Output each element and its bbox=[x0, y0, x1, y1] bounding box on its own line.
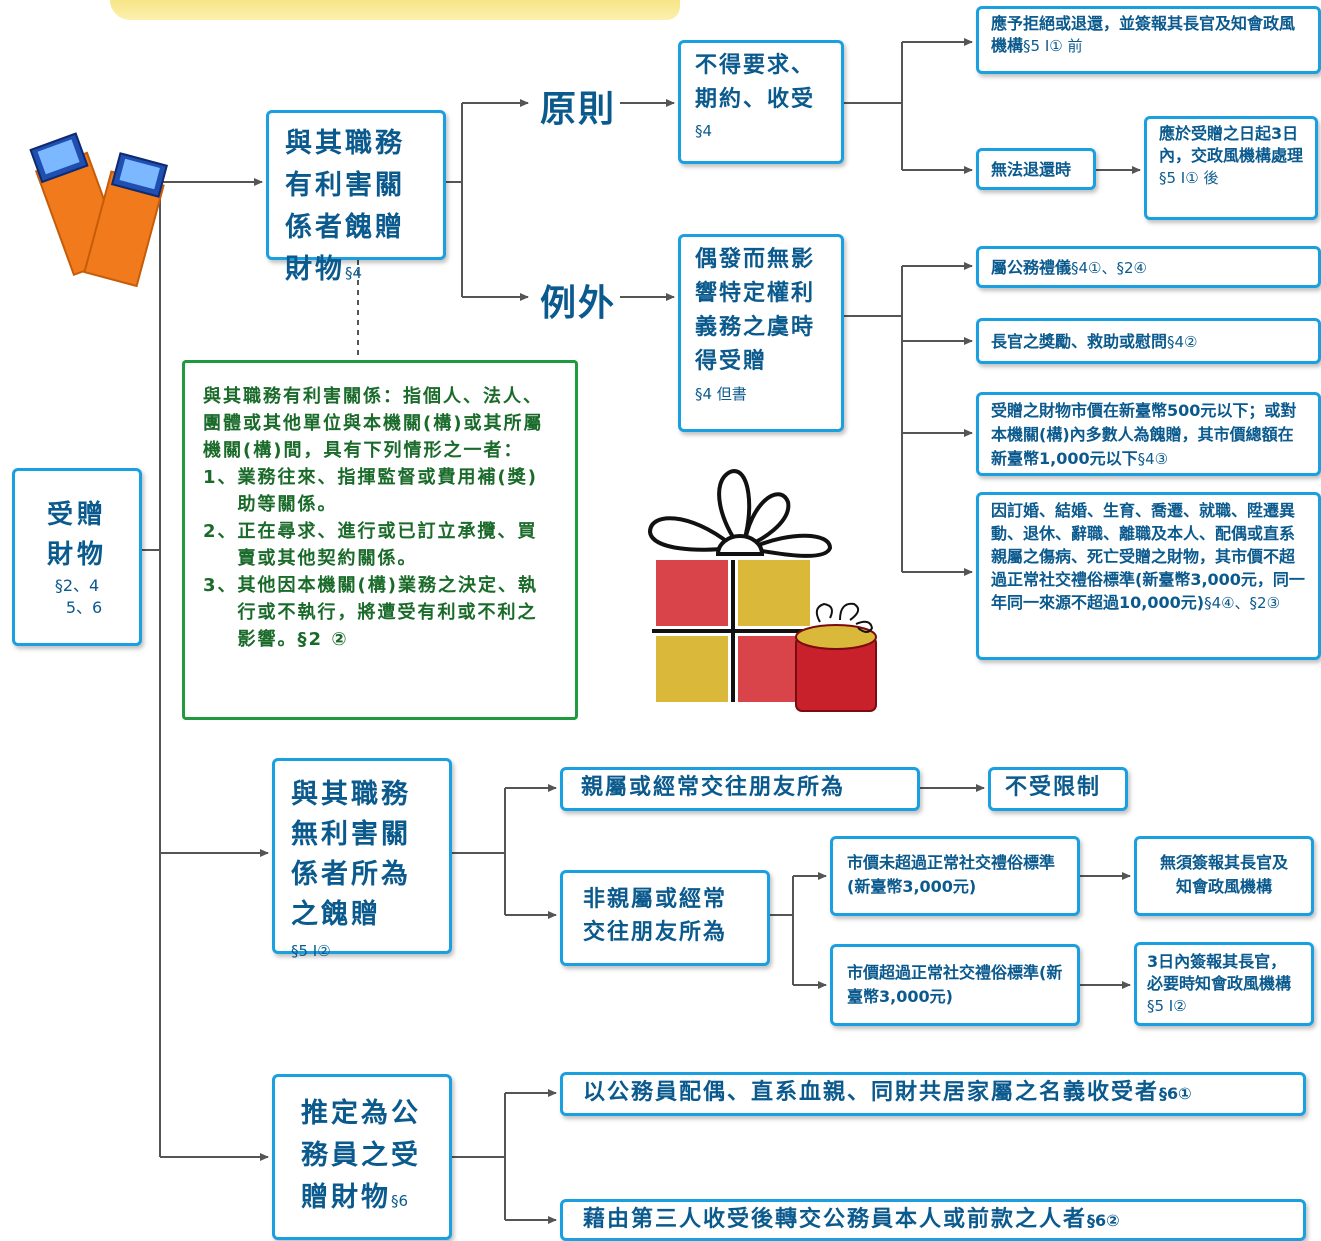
spouse-node: 以公務員配偶、直系血親、同財共居家屬之名義收受者§6① bbox=[560, 1072, 1306, 1116]
exception-item-4: 因訂婚、結婚、生育、喬遷、就職、陞遷異動、退休、辭職、離職及本人、配偶或直系親屬… bbox=[976, 492, 1321, 660]
no-interest-ref: §5 Ⅰ② bbox=[291, 942, 331, 960]
principle-ref: §4 bbox=[695, 122, 713, 140]
definition-item-2-text: 正在尋求、進行或已訂立承攬、買賣或其他契約關係。 bbox=[237, 521, 538, 569]
relatives-text: 親屬或經常交往朋友所為 bbox=[581, 775, 846, 800]
root-line-2: 財物 bbox=[46, 540, 107, 570]
exception-item-2-ref: §4② bbox=[1167, 333, 1198, 351]
root-node-gift-property: 受贈 財物 §2、4 5、6 bbox=[12, 468, 142, 646]
top-brush-stroke bbox=[110, 0, 680, 20]
no-interest-text: 與其職務無利害關係者所為之餽贈 bbox=[291, 779, 411, 930]
definition-item-1: 1、 業務往來、指揮監督或費用補(獎)助等關係。 bbox=[203, 464, 557, 518]
exception-text: 偶發而無影響特定權利義務之虞時得受贈 bbox=[695, 247, 816, 374]
presumed-node: 推定為公務員之受贈財物§6 bbox=[272, 1074, 452, 1240]
exception-item-2: 長官之獎勵、救助或慰問§4② bbox=[976, 318, 1321, 364]
report3-ref: §5 Ⅰ② bbox=[1147, 997, 1187, 1015]
principle-label: 原則 bbox=[540, 89, 617, 130]
spouse-text: 以公務員配偶、直系血親、同財共居家屬之名義收受者 bbox=[583, 1080, 1160, 1105]
definition-item-3: 3、 其他因本機關(構)業務之決定、執行或不執行，將遭受有利或不利之影響。§2 … bbox=[203, 572, 557, 653]
interest-node: 與其職務有利害關係者餽贈財物§4 bbox=[266, 110, 446, 285]
unrestricted-node: 不受限制 bbox=[988, 767, 1128, 811]
root-ref-1: §2、4 bbox=[54, 576, 100, 595]
red-envelope-illustration bbox=[29, 132, 169, 288]
report3-node: 3日內簽報其長官，必要時知會政風機構 §5 Ⅰ② bbox=[1134, 942, 1314, 1026]
root-line-1: 受贈 bbox=[46, 500, 107, 530]
unrestricted-text: 不受限制 bbox=[1005, 775, 1102, 800]
definition-item-3-num: 3、 bbox=[203, 575, 238, 596]
over-limit-text: 市價超過正常社交禮俗標準(新臺幣3,000元) bbox=[847, 963, 1063, 1006]
no-report-node: 無須簽報其長官及知會政風機構 bbox=[1134, 836, 1314, 916]
interest-ref: §4 bbox=[345, 264, 363, 282]
presumed-ref: §6 bbox=[391, 1192, 409, 1210]
third-party-text: 藉由第三人收受後轉交公務員本人或前款之人者 bbox=[583, 1207, 1088, 1232]
definition-intro: 與其職務有利害關係：指個人、法人、團體或其他單位與本機關(構)或其所屬機關(構)… bbox=[203, 386, 544, 461]
exception-item-4-ref: §4④、§2③ bbox=[1204, 594, 1281, 612]
definition-item-2: 2、 正在尋求、進行或已訂立承攬、買賣或其他契約關係。 bbox=[203, 518, 557, 572]
over-limit-node: 市價超過正常社交禮俗標準(新臺幣3,000元) bbox=[830, 944, 1080, 1026]
under-limit-node: 市價未超過正常社交禮俗標準(新臺幣3,000元) bbox=[830, 836, 1080, 916]
cannot-return-node: 無法退還時 bbox=[976, 148, 1096, 190]
spouse-ref: §6① bbox=[1159, 1084, 1192, 1103]
exception-item-1-text: 屬公務禮儀 bbox=[991, 258, 1072, 277]
refuse-text: 應予拒絕或退還，並簽報其長官及知會政風機構 bbox=[991, 14, 1296, 55]
definition-item-1-num: 1、 bbox=[203, 467, 238, 488]
non-relatives-node: 非親屬或經常交往朋友所為 bbox=[560, 870, 770, 966]
exception-item-3: 受贈之財物市價在新臺幣500元以下；或對本機關(構)內多數人為餽贈，其市價總額在… bbox=[976, 392, 1321, 476]
definition-box: 與其職務有利害關係：指個人、法人、團體或其他單位與本機關(構)或其所屬機關(構)… bbox=[182, 360, 578, 720]
presumed-text: 推定為公務員之受贈財物 bbox=[301, 1098, 421, 1213]
exception-item-1-ref: §4①、§2④ bbox=[1071, 259, 1147, 277]
exception-item-3-text: 受贈之財物市價在新臺幣500元以下；或對本機關(構)內多數人為餽贈，其市價總額在… bbox=[991, 401, 1297, 468]
interest-text: 與其職務有利害關係者餽贈財物 bbox=[285, 128, 405, 285]
within3-text: 應於受贈之日起3日內，交政風機構處理 bbox=[1159, 124, 1304, 165]
gift-box-illustration bbox=[647, 469, 877, 712]
within3-ref: §5 Ⅰ① 後 bbox=[1159, 169, 1219, 187]
refuse-ref: §5 Ⅰ① 前 bbox=[1023, 37, 1083, 55]
exception-item-2-text: 長官之獎勵、救助或慰問 bbox=[991, 332, 1168, 351]
definition-item-1-text: 業務往來、指揮監督或費用補(獎)助等關係。 bbox=[237, 467, 538, 515]
cannot-return-text: 無法退還時 bbox=[991, 160, 1072, 179]
under-limit-text: 市價未超過正常社交禮俗標準(新臺幣3,000元) bbox=[847, 853, 1056, 896]
exception-label: 例外 bbox=[540, 283, 617, 324]
principle-text: 不得要求、期約、收受 bbox=[695, 53, 816, 112]
within3-node: 應於受贈之日起3日內，交政風機構處理 §5 Ⅰ① 後 bbox=[1144, 116, 1318, 220]
no-interest-node: 與其職務無利害關係者所為之餽贈 §5 Ⅰ② bbox=[272, 758, 452, 960]
definition-item-2-num: 2、 bbox=[203, 521, 238, 542]
exception-item-1: 屬公務禮儀§4①、§2④ bbox=[976, 246, 1321, 288]
exception-item-4-text: 因訂婚、結婚、生育、喬遷、就職、陞遷異動、退休、辭職、離職及本人、配偶或直系親屬… bbox=[991, 501, 1305, 612]
exception-node: 偶發而無影響特定權利義務之虞時得受贈 §4 但書 bbox=[678, 234, 844, 432]
non-relatives-text: 非親屬或經常交往朋友所為 bbox=[583, 887, 728, 945]
report3-text: 3日內簽報其長官，必要時知會政風機構 bbox=[1147, 952, 1292, 993]
refuse-node: 應予拒絕或退還，並簽報其長官及知會政風機構§5 Ⅰ① 前 bbox=[976, 6, 1321, 74]
third-party-node: 藉由第三人收受後轉交公務員本人或前款之人者§6② bbox=[560, 1199, 1306, 1241]
root-ref-2: 5、6 bbox=[65, 598, 103, 617]
definition-item-3-text: 其他因本機關(構)業務之決定、執行或不執行，將遭受有利或不利之影響。§2 ② bbox=[237, 575, 538, 650]
exception-ref: §4 但書 bbox=[695, 385, 747, 403]
exception-item-3-ref: §4③ bbox=[1137, 450, 1169, 468]
principle-node: 不得要求、期約、收受 §4 bbox=[678, 40, 844, 164]
third-party-ref: §6② bbox=[1087, 1211, 1120, 1230]
relatives-node: 親屬或經常交往朋友所為 bbox=[560, 767, 920, 811]
no-report-text: 無須簽報其長官及知會政風機構 bbox=[1159, 853, 1288, 896]
